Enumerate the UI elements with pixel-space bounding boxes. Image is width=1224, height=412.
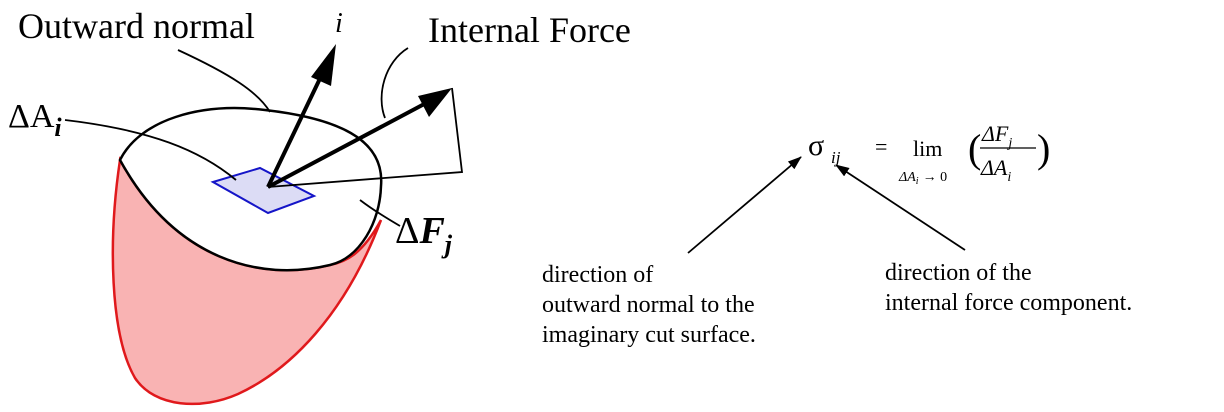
equation-sigma-subscript: ij [831, 148, 841, 167]
equation-numerator: ΔFj [981, 121, 1012, 151]
internal-force-leader [380, 47, 409, 119]
force-vector-arrowhead [418, 88, 452, 117]
force-component-triangle [267, 87, 464, 188]
force-direction-note-line: direction of the [885, 260, 1032, 286]
normal-direction-note-line: direction of [542, 262, 654, 288]
force-vector-shaft [267, 100, 429, 189]
normal-direction-note-line: outward normal to the [542, 292, 755, 318]
equation-sigma: σ [808, 129, 824, 162]
area-leader [64, 119, 237, 181]
force-direction-arrow [835, 164, 966, 251]
force-element-label: ΔFj [395, 210, 453, 259]
normal-direction-note-line: imaginary cut surface. [542, 322, 756, 348]
equation-left-paren: ( [968, 126, 981, 171]
equation-lim: lim [913, 136, 942, 161]
equation-right-paren: ) [1037, 126, 1050, 171]
force-leader [359, 199, 401, 227]
force-direction-note-line: internal force component. [885, 290, 1133, 316]
equation-equals: = [875, 134, 887, 159]
equation-lim-condition: ΔAi→ 0 [898, 170, 947, 187]
area-patch [210, 166, 317, 215]
normal-vector-arrowhead [311, 44, 336, 86]
force-direction-note: direction of the internal force componen… [885, 258, 1132, 318]
normal-vector-shaft [266, 65, 328, 188]
outward-normal-leader [177, 49, 271, 113]
normal-direction-note: direction of outward normal to the imagi… [542, 260, 756, 350]
stress-equation: σ ij = lim ΔAi→ 0 ( ΔFj ΔAi ) [808, 121, 1050, 187]
normal-direction-arrow [687, 156, 802, 254]
internal-force-label: Internal Force [428, 10, 631, 50]
outward-normal-label: Outward normal [18, 6, 255, 46]
equation-denominator: ΔAi [980, 155, 1011, 185]
normal-axis-label: i [335, 8, 343, 39]
area-element-label: ΔAi [8, 98, 62, 142]
